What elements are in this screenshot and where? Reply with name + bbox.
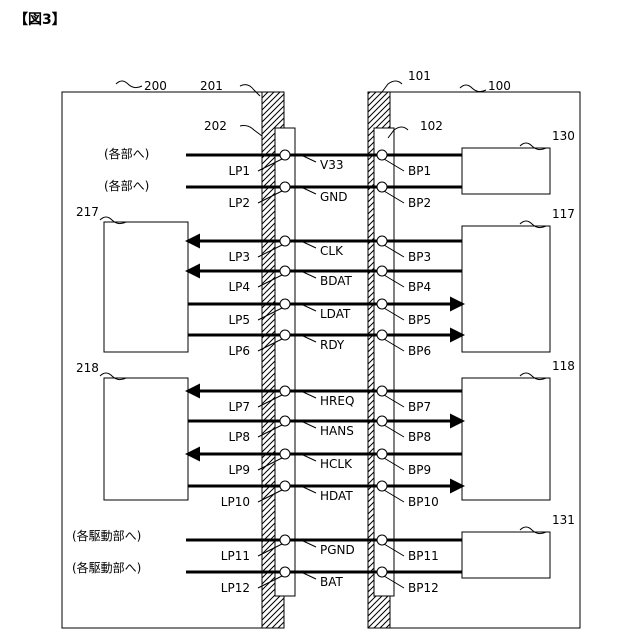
label-signal-bat: BAT <box>320 575 344 589</box>
pin-lp10 <box>280 481 290 491</box>
ref-118: 118 <box>552 359 575 373</box>
label-signal-rdy: RDY <box>320 338 345 352</box>
label-signal-v33: V33 <box>320 158 343 172</box>
pin-bp5 <box>377 299 387 309</box>
label-signal-gnd: GND <box>320 190 348 204</box>
ref-131: 131 <box>552 513 575 527</box>
leader-200 <box>116 81 142 88</box>
label-bp12: BP12 <box>408 581 439 595</box>
pin-bp4 <box>377 266 387 276</box>
ref-101: 101 <box>408 69 431 83</box>
label-lp12: LP12 <box>221 581 250 595</box>
label-signal-clk: CLK <box>320 244 344 258</box>
label-lp5: LP5 <box>228 313 250 327</box>
label-bp7: BP7 <box>408 400 431 414</box>
pin-lp7 <box>280 386 290 396</box>
label-bp10: BP10 <box>408 495 439 509</box>
label-bp3: BP3 <box>408 250 431 264</box>
label-bp2: BP2 <box>408 196 431 210</box>
label-lp9: LP9 <box>228 463 250 477</box>
label-signal-pgnd: PGND <box>320 543 355 557</box>
ref-102: 102 <box>420 119 443 133</box>
pin-bp11 <box>377 535 387 545</box>
label-signal-hdat: HDAT <box>320 489 353 503</box>
pin-bp7 <box>377 386 387 396</box>
label-lp11: LP11 <box>221 549 250 563</box>
pin-bp8 <box>377 416 387 426</box>
pin-lp1 <box>280 150 290 160</box>
pin-bp6 <box>377 330 387 340</box>
label-bp4: BP4 <box>408 280 431 294</box>
pin-bp12 <box>377 567 387 577</box>
pin-bp3 <box>377 236 387 246</box>
block-131 <box>462 532 550 578</box>
label-signal-hans: HANS <box>320 424 354 438</box>
connector-102 <box>374 128 394 596</box>
label-lp7: LP7 <box>228 400 250 414</box>
pin-lp6 <box>280 330 290 340</box>
label-lp10: LP10 <box>221 495 250 509</box>
label-lp2: LP2 <box>228 196 250 210</box>
pin-lp4 <box>280 266 290 276</box>
label-bp8: BP8 <box>408 430 431 444</box>
pin-bp2 <box>377 182 387 192</box>
figure-title: 【図3】 <box>14 12 66 28</box>
pin-lp8 <box>280 416 290 426</box>
label-bp1: BP1 <box>408 164 431 178</box>
ref-218: 218 <box>76 361 99 375</box>
label-bp5: BP5 <box>408 313 431 327</box>
connector-202 <box>275 128 295 596</box>
label-bp6: BP6 <box>408 344 431 358</box>
source-label-gnd: (各部へ) <box>104 178 149 193</box>
label-signal-bdat: BDAT <box>320 274 353 288</box>
source-label-bat: (各駆動部へ) <box>72 560 141 575</box>
label-lp4: LP4 <box>228 280 250 294</box>
pin-bp10 <box>377 481 387 491</box>
label-signal-hreq: HREQ <box>320 394 354 408</box>
ref-201: 201 <box>200 79 223 93</box>
block-117 <box>462 226 550 352</box>
ref-200: 200 <box>144 79 167 93</box>
label-lp1: LP1 <box>228 164 250 178</box>
ref-100: 100 <box>488 79 511 93</box>
label-signal-hclk: HCLK <box>320 457 353 471</box>
pin-lp2 <box>280 182 290 192</box>
ref-117: 117 <box>552 207 575 221</box>
pin-lp3 <box>280 236 290 246</box>
pin-lp11 <box>280 535 290 545</box>
pin-lp12 <box>280 567 290 577</box>
label-lp3: LP3 <box>228 250 250 264</box>
label-bp9: BP9 <box>408 463 431 477</box>
pin-lp9 <box>280 449 290 459</box>
pin-bp9 <box>377 449 387 459</box>
label-signal-ldat: LDAT <box>320 307 351 321</box>
source-label-pgnd: (各駆動部へ) <box>72 528 141 543</box>
block-218 <box>104 378 188 500</box>
source-label-v33: (各部へ) <box>104 146 149 161</box>
ref-217: 217 <box>76 205 99 219</box>
label-lp6: LP6 <box>228 344 250 358</box>
block-118 <box>462 378 550 500</box>
block-130 <box>462 148 550 194</box>
pin-lp5 <box>280 299 290 309</box>
leader-101 <box>382 81 402 92</box>
block-217 <box>104 222 188 352</box>
ref-202: 202 <box>204 119 227 133</box>
label-bp11: BP11 <box>408 549 439 563</box>
label-lp8: LP8 <box>228 430 250 444</box>
leader-100 <box>460 85 486 92</box>
pin-bp1 <box>377 150 387 160</box>
ref-130: 130 <box>552 129 575 143</box>
